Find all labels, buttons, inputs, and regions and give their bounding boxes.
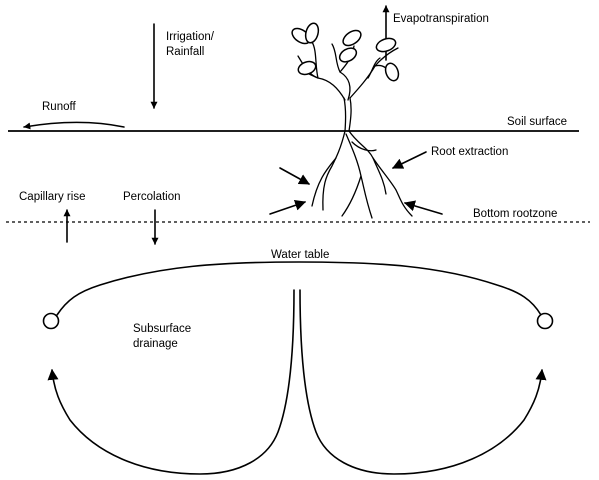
water-table-label: Water table [271, 249, 329, 261]
subsurface-drainage-label-line2: drainage [133, 338, 178, 350]
evapotranspiration-label: Evapotranspiration [393, 13, 489, 25]
capillary-rise-label: Capillary rise [19, 191, 85, 203]
subsurface-drainage-label-line1: Subsurface [133, 323, 191, 335]
root-extraction-arrow-upper-right [392, 151, 427, 169]
root-extraction-arrow-lower-right [403, 200, 443, 215]
plant-roots [311, 130, 413, 219]
soil-surface-label: Soil surface [507, 116, 567, 128]
root-extraction-label: Root extraction [431, 146, 508, 158]
drainage-flow-left [47, 289, 295, 475]
water-table-curve [56, 261, 542, 316]
plant [291, 22, 400, 132]
root-extraction-arrow-lower-left [269, 200, 307, 215]
runoff-label: Runoff [42, 101, 76, 113]
percolation-label: Percolation [123, 191, 181, 203]
drainage-flow-right [299, 289, 547, 475]
irrigation-label-line1: Irrigation/ [166, 31, 215, 43]
irrigation-label-line2: Rainfall [166, 46, 204, 58]
drain-pipe-left [42, 312, 60, 330]
drain-pipe-right [536, 312, 554, 330]
root-extraction-arrow-upper-left [279, 167, 310, 185]
bottom-rootzone-label: Bottom rootzone [473, 208, 557, 220]
runoff-arrow [23, 121, 125, 130]
